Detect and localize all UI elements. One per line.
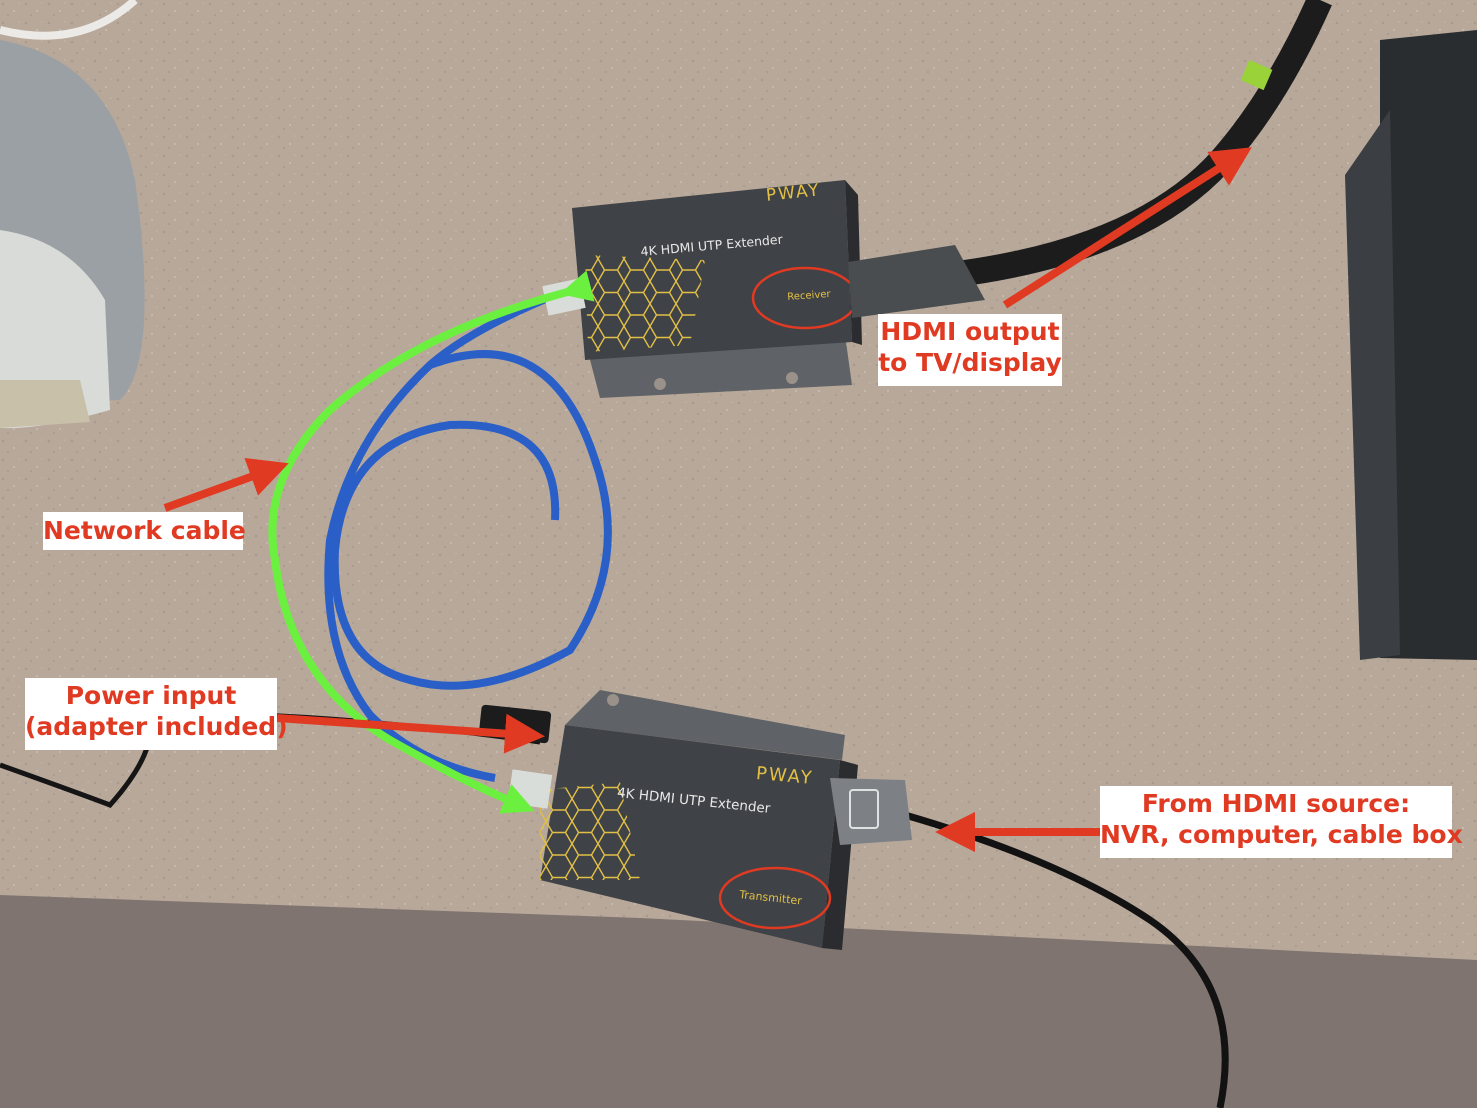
receiver-unit <box>542 180 985 398</box>
network-cable-label-line-1: Network cable <box>43 516 246 545</box>
hdmi-output-label-line-1: HDMI output <box>880 317 1060 346</box>
hdmi-source-label-line-1: From HDMI source: <box>1141 789 1411 818</box>
hdmi-output-label-line-2: to TV/display <box>878 347 1062 377</box>
left-gray-device <box>0 40 145 429</box>
right-black-device <box>1345 30 1477 660</box>
power-input-label: Power input (adapter included) <box>25 678 288 750</box>
power-input-label-line-1: Power input <box>65 681 237 710</box>
hdmi-output-label: HDMI output to TV/display <box>878 314 1062 386</box>
hdmi-source-label: From HDMI source: NVR, computer, cable b… <box>1100 786 1463 858</box>
hdmi-source-label-line-2: NVR, computer, cable box <box>1100 819 1463 849</box>
network-cable-label: Network cable <box>43 512 246 550</box>
power-input-label-line-2: (adapter included) <box>25 711 288 741</box>
